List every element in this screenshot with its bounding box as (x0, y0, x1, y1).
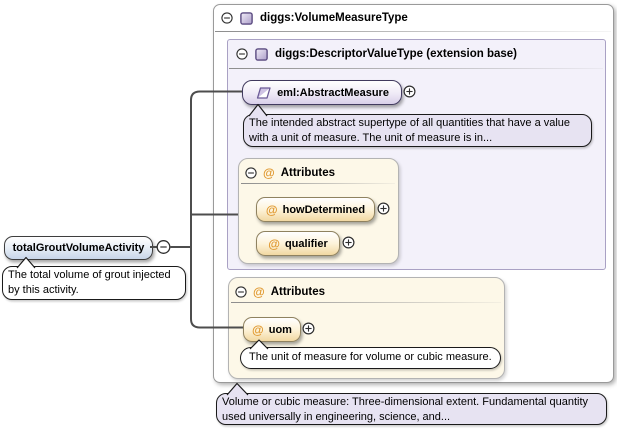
complex-type-icon (240, 11, 253, 25)
attribute-label: qualifier (284, 237, 328, 250)
extension-base-container: diggs:DescriptorValueType (extension bas… (227, 39, 606, 270)
header-separator (229, 68, 603, 69)
collapse-minus-icon[interactable] (245, 167, 257, 179)
collapse-minus-icon[interactable] (221, 12, 233, 24)
attribute-howdetermined[interactable]: @ howDetermined (256, 197, 375, 222)
annotation-abstractmeasure: The intended abstract supertype of all q… (243, 114, 592, 147)
annotation-volumemeasure: Volume or cubic measure: Three-dimension… (216, 393, 607, 425)
element-totalgroutvolumeactivity[interactable]: totalGroutVolumeActivity (4, 236, 153, 260)
attribute-at-icon: @ (253, 285, 265, 299)
element-label: eml:AbstractMeasure (277, 86, 389, 99)
expand-plus-icon[interactable] (377, 202, 390, 215)
element-label: totalGroutVolumeActivity (12, 242, 145, 254)
header-separator (215, 31, 611, 32)
expand-plus-icon[interactable] (342, 236, 355, 249)
annotation-uom: The unit of measure for volume or cubic … (240, 347, 501, 369)
extension-title: diggs:DescriptorValueType (extension bas… (275, 48, 517, 60)
collapse-minus-icon (156, 240, 171, 254)
attributes-title: Attributes (280, 167, 336, 179)
attribute-at-icon: @ (252, 322, 264, 337)
type-container-header: diggs:VolumeMeasureType (221, 11, 408, 25)
attributes-title: Attributes (270, 286, 326, 298)
attribute-qualifier[interactable]: @ qualifier (256, 231, 340, 256)
expand-plus-icon[interactable] (403, 85, 416, 98)
attribute-label: uom (268, 323, 292, 336)
attribute-label: howDetermined (282, 203, 366, 216)
element-abstractmeasure[interactable]: eml:AbstractMeasure (242, 80, 402, 105)
type-container-title: diggs:VolumeMeasureType (260, 12, 408, 24)
expand-plus-icon[interactable] (302, 322, 315, 335)
abstract-element-icon (255, 86, 272, 100)
attribute-at-icon: @ (268, 236, 280, 251)
collapse-minus-icon[interactable] (235, 286, 247, 298)
attributes-header: @ Attributes (245, 166, 335, 180)
complex-type-icon (255, 47, 268, 61)
attribute-uom[interactable]: @ uom (243, 317, 301, 342)
header-separator (231, 302, 501, 303)
extension-header: diggs:DescriptorValueType (extension bas… (236, 47, 517, 61)
attribute-at-icon: @ (263, 166, 275, 180)
annotation-totalgroutvolumeactivity: The total volume of grout injected by th… (2, 266, 186, 300)
header-separator (241, 183, 395, 184)
collapse-minus-icon[interactable] (236, 48, 248, 60)
attribute-at-icon: @ (265, 202, 278, 217)
attributes-header: @ Attributes (235, 285, 325, 299)
